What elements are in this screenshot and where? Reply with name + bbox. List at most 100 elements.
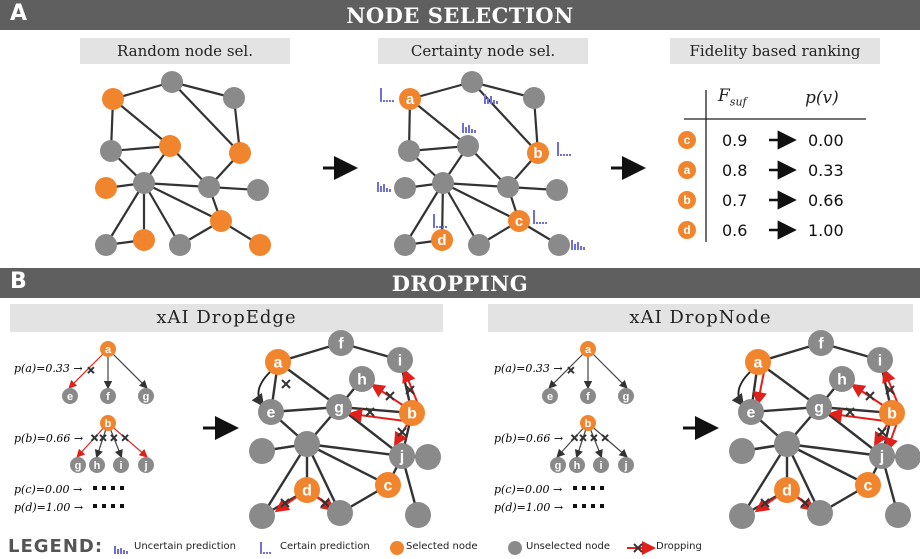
tree-node-g [70,457,86,473]
tree-node-f-label: f [106,391,110,403]
random-unselected-node [223,87,245,109]
graph-node-f-label: f [338,336,344,353]
ranking-pv-0: 0.00 [808,131,844,150]
graph-unselected-node [249,503,275,529]
tree-node-g-label: g [555,460,562,472]
certainty-unselected-node [394,177,416,199]
uncertain-hist [377,182,391,192]
graph-node-i-label: i [878,353,882,370]
tree-b-drop [570,434,579,442]
placeholder-dot [102,486,106,490]
drop-arrow [348,408,406,423]
tree-b-drop [99,434,107,442]
graph-edge [306,442,403,458]
drop-cross [280,498,290,508]
graph-node-c-label: c [864,478,873,495]
drop-arrow [274,495,299,513]
placeholder-dot [120,486,124,490]
tree-node-g-label: g [143,391,150,403]
drop-cross [385,391,395,401]
graph-node-e [738,399,764,425]
tree-node-g [138,388,154,404]
graph-node-f [328,330,354,356]
certain-hist-a [380,88,394,102]
graph-node-j-label: j [879,449,884,466]
drop-edge-pc: p(c)=0.00 → [14,483,83,496]
tree-node-a [100,341,116,357]
tree-node-g-label: g [623,391,630,403]
legend-certain: Certain prediction [280,541,370,552]
graph-edge [740,443,789,517]
drop-cross [365,407,375,417]
placeholder-dot [591,504,595,508]
graph-node-d-label: d [782,483,792,500]
graph-node-g-label: g [814,400,824,417]
graph-node-a-label: a [274,355,283,372]
section-a-letter: A [10,1,28,26]
graph-node-d [294,477,320,503]
random-selection-title: Random node sel. [80,38,290,64]
ranking-node-c [678,131,696,149]
node-a [399,88,421,110]
tree-a-drop [87,366,95,374]
random-selected-node [102,88,124,110]
graph-node-g [326,394,352,420]
legend-unselected: Unselected node [526,541,611,552]
graph-node-c-label: c [384,478,393,495]
graph-unselected-node [885,502,911,528]
tree-b-drop [110,434,118,442]
tree-b-drop [121,434,129,442]
placeholder-dot [102,504,106,508]
graph-node-a [745,349,771,375]
graph-edge [442,182,520,222]
ranking-pv-1: 0.33 [808,161,844,180]
random-unselected-node [100,140,122,162]
drop-cross [405,385,415,395]
tree-node-h-label: h [94,460,101,472]
graph-edge [143,182,222,222]
drop-cross [397,427,407,437]
tree-node-f [100,388,116,404]
uncertain-hist [571,240,585,250]
drop-cross [320,498,330,508]
ranking-node-b [678,191,696,209]
certain-prediction-icon [260,542,271,554]
ranking-node-a-label: a [684,163,691,177]
ranking-col-fsuf: Fsuf [718,86,747,109]
legend-dropping: Dropping [656,541,702,552]
graph-node-f [808,330,834,356]
graph-node-h [349,366,375,392]
tree-node-j [618,457,634,473]
random-unselected-node [247,179,269,201]
certainty-unselected-node [394,234,416,256]
tree-node-f-label: f [586,391,590,403]
graph-edge [260,443,309,517]
graph-node-h [829,366,855,392]
placeholder-dot [582,486,586,490]
certainty-unselected-node [468,234,490,256]
tree-b-drop [579,434,587,442]
tree-node-g [550,457,566,473]
placeholder-dot [573,504,577,508]
drop-cross [845,407,855,417]
uncertain-prediction-icon [114,546,128,554]
graph-edge [143,182,181,246]
ranking-node-c-label: c [684,133,691,147]
tree-node-i-label: i [119,460,122,472]
fidelity-ranking-title: Fidelity based ranking [670,38,880,64]
node-a-label: a [406,91,415,108]
random-selected-node [229,142,251,164]
section-a-banner: A NODE SELECTION [0,0,920,30]
certainty-unselected-node [546,179,568,201]
tree-node-b-label: b [105,418,112,430]
random-selected-node [249,234,271,256]
graph-edge [442,182,480,246]
ranking-node-d [678,221,696,239]
certainty-unselected-node [548,234,570,256]
legend-title: LEGEND: [8,536,104,557]
drop-node-pb: p(b)=0.66 → [494,432,564,445]
graph-edge [105,182,145,246]
ranking-pv-3: 1.00 [808,221,844,240]
graph-node-b [879,400,905,426]
